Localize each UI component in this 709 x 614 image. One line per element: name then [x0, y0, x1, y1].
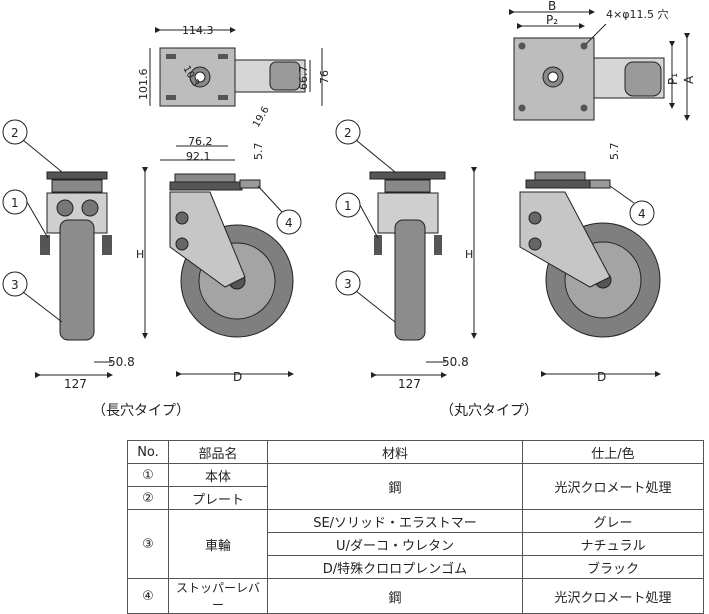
right-callout-1: 1 [344, 199, 352, 213]
table-row: U/ダーコ・ウレタン ナチュラル [128, 532, 704, 556]
row4-material: 鋼 [267, 578, 523, 614]
row4-finish: 光沢クロメート処理 [522, 578, 704, 614]
right-top-a: A [682, 75, 696, 84]
table-row: ③ 車輪 SE/ソリッド・エラストマー グレー [127, 509, 704, 579]
row1-no: ① [127, 463, 169, 487]
left-callout-1: 1 [11, 196, 19, 210]
table-header-row: No. 部品名 材料 仕上/色 [127, 440, 704, 464]
header-no: No. [127, 440, 169, 464]
left-top-dim-b: 19.6 [251, 105, 272, 130]
right-width-dim: 127 [398, 377, 421, 391]
row3-finish-natural: ナチュラル [522, 532, 704, 556]
row1-name: 本体 [168, 463, 268, 487]
row3-finish-grey: グレー [522, 509, 704, 533]
row12-material: 鋼 [267, 463, 523, 510]
header-material: 材料 [267, 440, 523, 464]
row3-name: 車輪 [168, 509, 268, 579]
right-front-view: 127 50.8 [369, 171, 469, 391]
left-height-label: H [136, 248, 144, 261]
left-top-dim-c: 76.2 [188, 135, 213, 148]
right-callout-3: 3 [344, 277, 352, 291]
parts-table: No. 部品名 材料 仕上/色 ① 本体 鋼 光沢クロメート処理 ② プレート … [127, 440, 704, 614]
row12-finish: 光沢クロメート処理 [522, 463, 704, 510]
left-caption: （長穴タイプ） [92, 403, 190, 419]
left-callout-2: 2 [11, 126, 19, 140]
left-front-view: 127 50.8 [35, 171, 135, 391]
right-top-p2: P₂ [546, 13, 558, 27]
header-name: 部品名 [168, 440, 268, 464]
right-top-b: B [548, 0, 556, 13]
left-top-dim-h1: 101.6 [137, 69, 150, 101]
header-finish: 仕上/色 [522, 440, 704, 464]
right-dia-label: D [597, 370, 606, 384]
left-dia-label: D [233, 370, 242, 384]
right-top-hole: 4×φ11.5 穴 [606, 7, 668, 21]
right-wheel-dim: 50.8 [442, 355, 469, 369]
row3-no: ③ [127, 509, 169, 579]
left-lever-offset: 5.7 [252, 143, 265, 161]
row3-material-d: D/特殊クロロプレンゴム [267, 555, 523, 579]
left-callout-3: 3 [11, 278, 19, 292]
drawing-area: 114.3 101.6 10.3 66.7 76 19.6 76.2 92.1 … [2, 0, 696, 391]
row2-name: プレート [168, 486, 268, 510]
right-top-view: B P₂ 4×φ11.5 穴 P₁ A [509, 0, 696, 121]
right-callouts: 2 1 3 4 [335, 119, 655, 323]
left-width-dim: 127 [64, 377, 87, 391]
left-top-dim-h3: 76 [318, 70, 331, 84]
left-callout-4: 4 [285, 216, 293, 230]
row2-no: ② [127, 486, 169, 510]
right-caption: （丸穴タイプ） [440, 403, 538, 419]
left-top-dim-d: 92.1 [186, 150, 211, 163]
row3-finish-black: ブラック [522, 555, 704, 579]
right-height-label: H [465, 248, 473, 261]
table-row: ① 本体 鋼 光沢クロメート処理 [127, 463, 704, 510]
row4-name: ストッパーレバー [168, 578, 268, 614]
right-callout-2: 2 [344, 126, 352, 140]
row3-material-se: SE/ソリッド・エラストマー [267, 509, 523, 533]
row3-material-u: U/ダーコ・ウレタン [267, 532, 523, 556]
row4-no: ④ [127, 578, 169, 614]
left-top-dim-h2: 66.7 [297, 66, 310, 91]
right-callout-4: 4 [638, 207, 646, 221]
table-row: D/特殊クロロプレンゴム ブラック [128, 555, 704, 579]
left-top-dim-w: 114.3 [182, 24, 214, 37]
left-side-view: H D 5.7 [136, 143, 294, 384]
table-row: ④ ストッパーレバー 鋼 光沢クロメート処理 [127, 578, 704, 614]
right-side-view: H D 5.7 [465, 143, 661, 384]
right-lever-offset: 5.7 [608, 143, 621, 161]
left-callouts: 2 1 3 4 [2, 119, 302, 323]
left-wheel-dim: 50.8 [108, 355, 135, 369]
left-top-view: 114.3 101.6 10.3 66.7 76 19.6 76.2 92.1 [137, 24, 331, 163]
right-top-p1: P₁ [666, 73, 680, 85]
